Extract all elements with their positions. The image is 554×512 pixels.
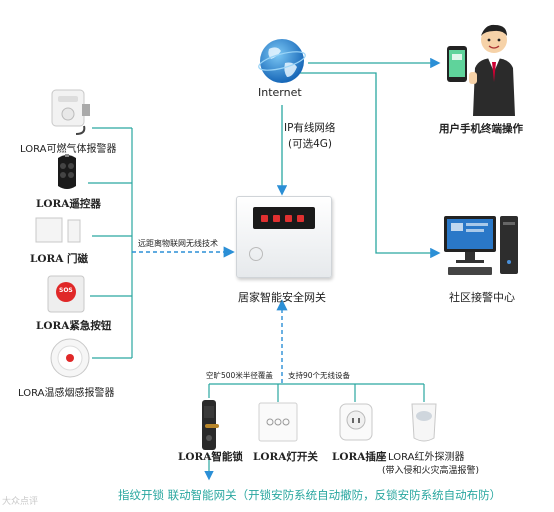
globe-icon [258, 39, 306, 83]
lora-link-label: 远距离物联网无线技术 [138, 239, 218, 248]
bottom-caption: 指纹开锁 联动智能网关（开锁安防系统自动撤防，反锁安防系统自动布防） [118, 488, 502, 502]
gateway-label: 居家智能安全网关 [238, 291, 326, 304]
device-label-remote: LORA遥控器 [36, 198, 101, 210]
center-label: 社区接警中心 [449, 291, 515, 304]
computer-icon [444, 216, 518, 275]
gas-detector-icon [51, 89, 90, 135]
device-label-emergency: LORA紧急按钮 [36, 320, 112, 332]
device-label-smoke: LORA温感烟感报警器 [18, 388, 115, 399]
device-label-infrared: LORA红外探测器 [388, 452, 465, 463]
emergency-button-icon [47, 275, 85, 313]
internet-to-center-line [300, 72, 441, 259]
door-sensor-icon [35, 217, 81, 243]
device-label-switch: LORA灯开关 [253, 451, 318, 463]
gateway-display [253, 207, 315, 229]
device-sublabel-infrared: (带入侵和火灾高温报警) [382, 466, 480, 476]
device-label-plug: LORA插座 [332, 451, 387, 463]
smart-lock-icon [202, 400, 219, 450]
smoke-detector-icon [50, 338, 90, 378]
network-label-line2: (可选4G) [288, 138, 333, 150]
user-label: 用户手机终端操作 [439, 123, 523, 135]
device-label-door: LORA 门磁 [30, 253, 89, 265]
light-switch-icon [258, 402, 298, 442]
sos-text: SOS [59, 287, 73, 294]
device-label-gas: LORA可燃气体报警器 [20, 144, 117, 155]
remote-icon [58, 154, 76, 189]
watermark: 大众点评 [2, 497, 39, 507]
coverage-range-label: 空旷500米半径覆盖 [206, 371, 273, 380]
infrared-detector-icon [411, 403, 437, 442]
internet-label: Internet [258, 86, 302, 99]
phone-user-icon [447, 24, 515, 116]
smart-plug-icon [339, 403, 373, 441]
coverage-capacity-label: 支持90个无线设备 [288, 371, 351, 380]
network-label-line1: IP有线网络 [284, 122, 336, 134]
gateway-device [236, 196, 332, 278]
device-label-lock: LORA智能锁 [178, 451, 243, 463]
